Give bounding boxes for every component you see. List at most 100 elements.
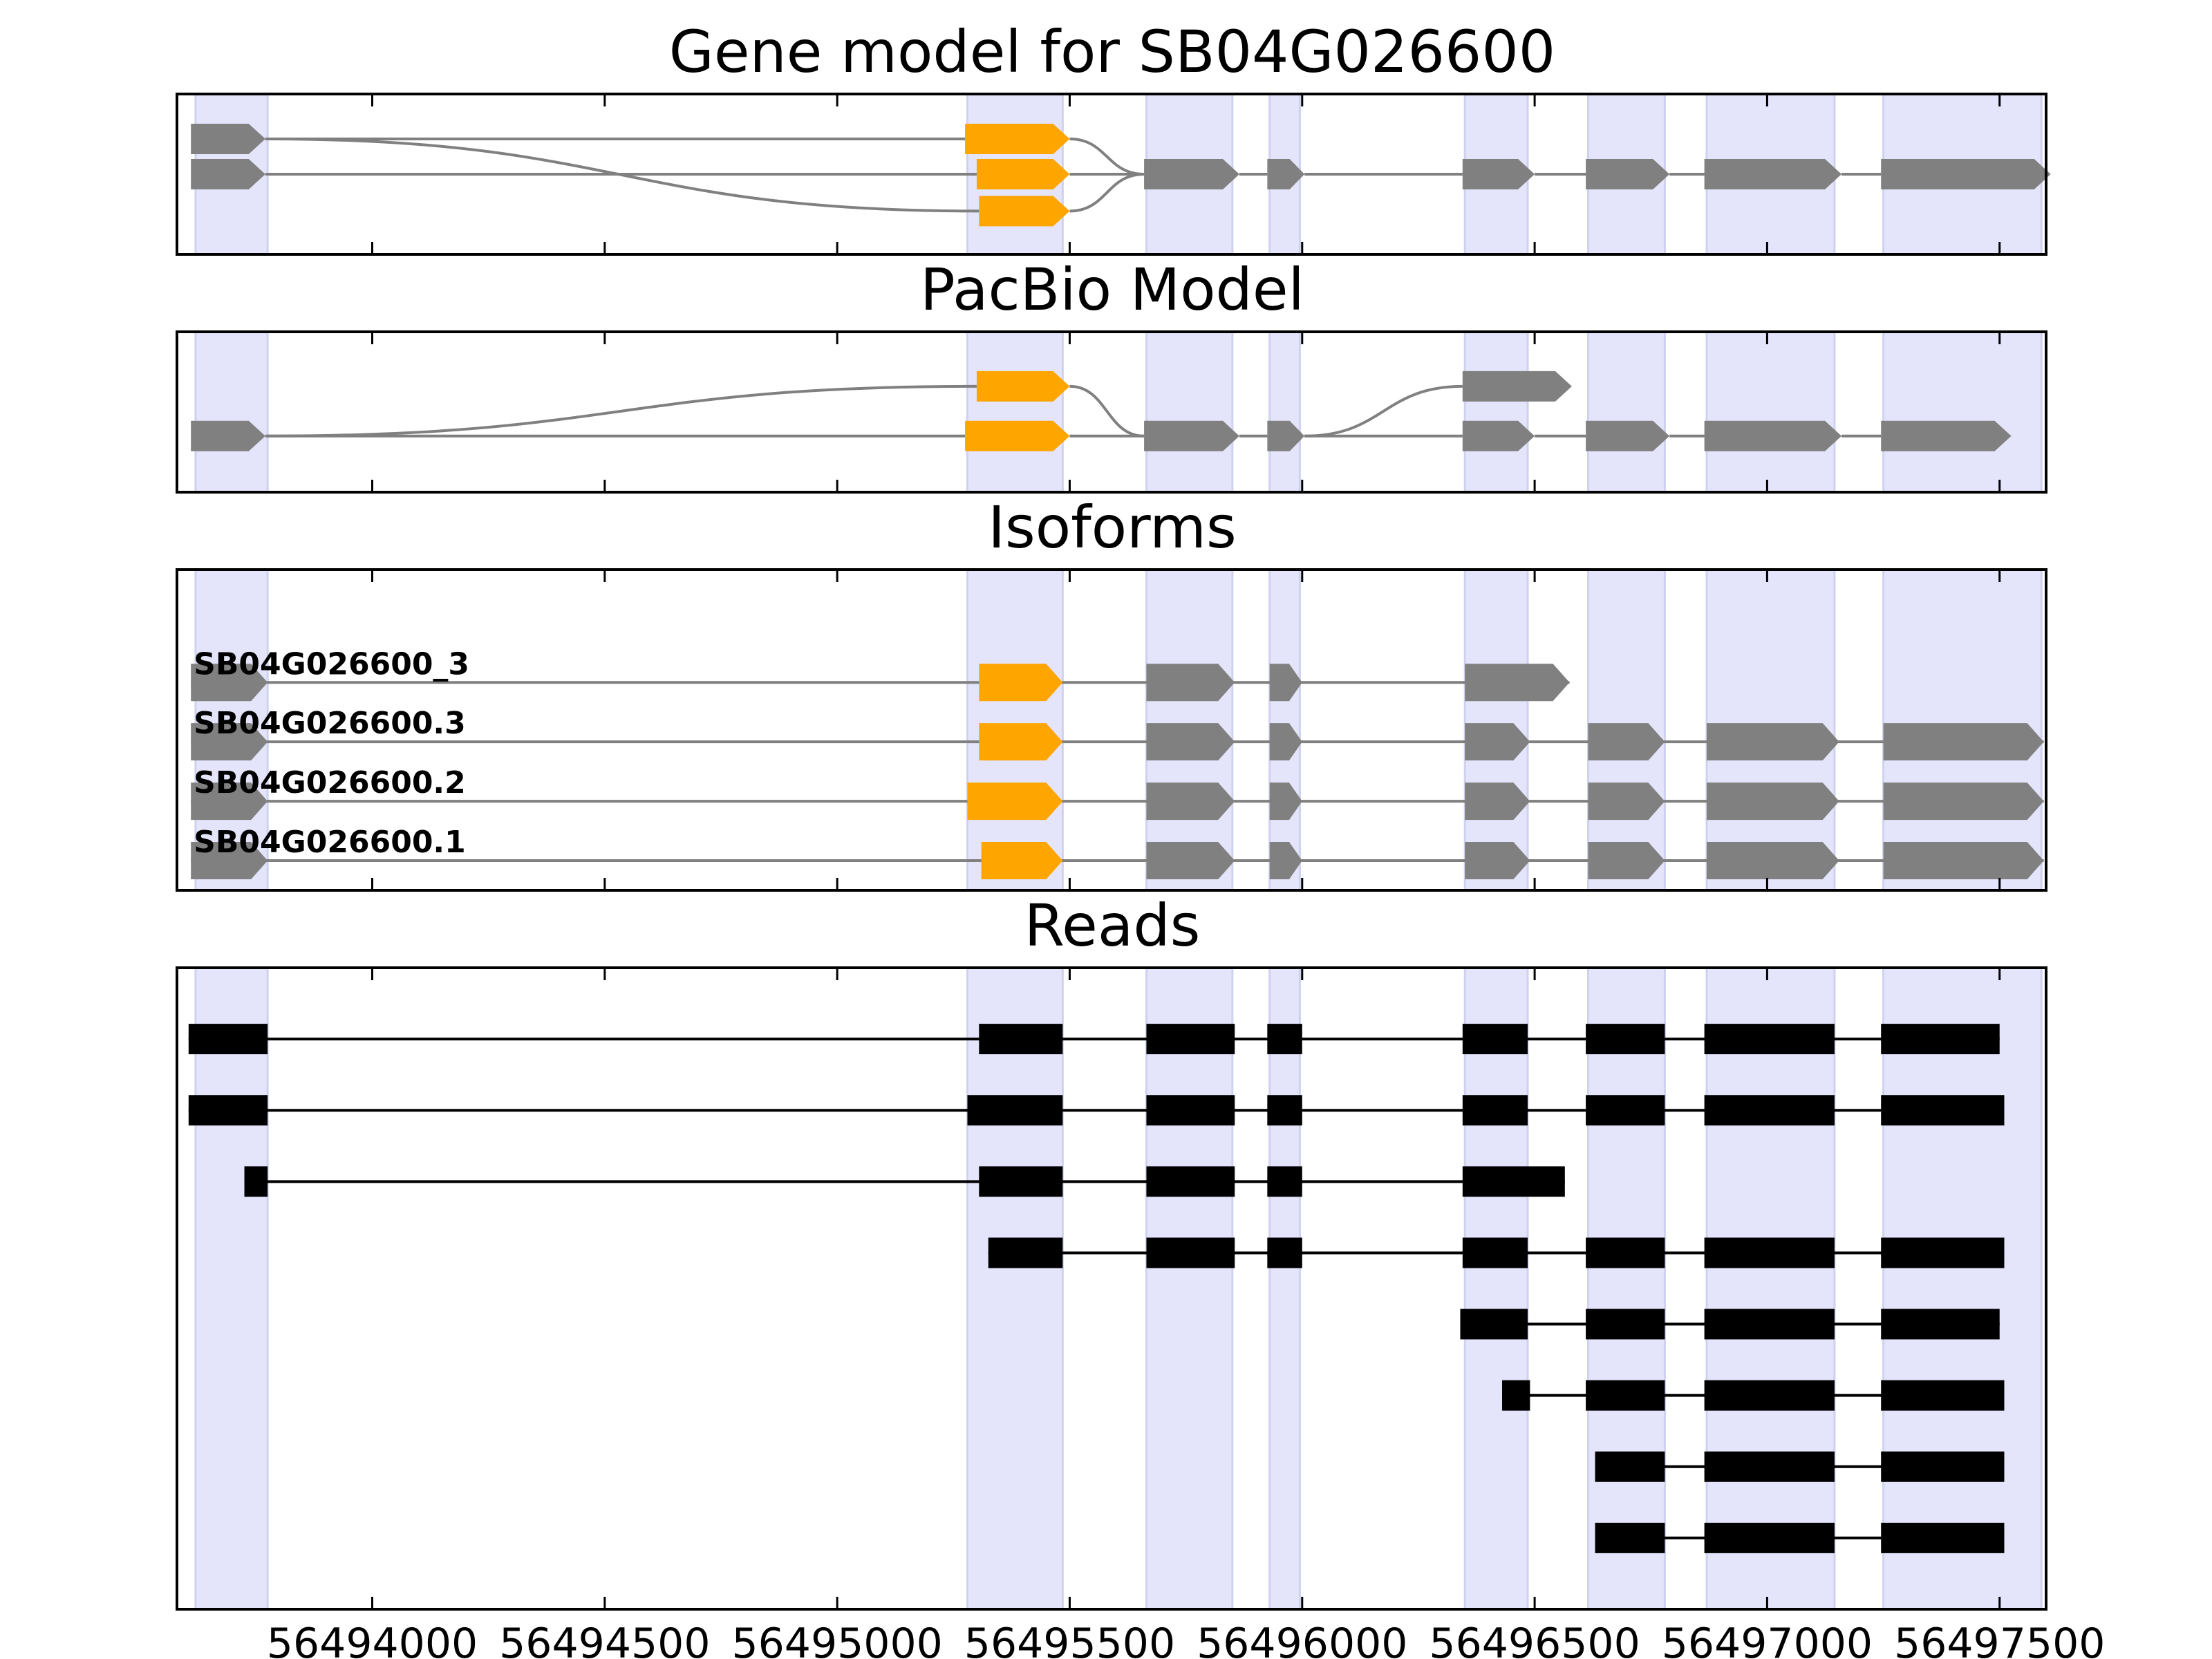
x-tick-label: 56497500	[1894, 1620, 2105, 1659]
panel-title-gene-model: Gene model for SB04G026600	[669, 18, 1555, 86]
isoform-exon-4	[1465, 842, 1530, 880]
read-block-1-2	[1146, 1095, 1235, 1126]
splice-edge-5	[1304, 384, 1463, 438]
isoform-exon-5	[1588, 782, 1665, 821]
highlighted-exon-c	[965, 420, 1070, 451]
read-block-0-4	[1462, 1024, 1528, 1055]
x-tick-label: 56496500	[1429, 1620, 1640, 1659]
exon-i	[1586, 159, 1670, 189]
read-block-3-1	[1146, 1237, 1235, 1268]
read-block-0-7	[1881, 1024, 2000, 1055]
isoform-exon-0	[191, 782, 268, 821]
isoform-exon-0	[191, 664, 268, 702]
read-block-3-0	[988, 1237, 1063, 1268]
exon-j	[1881, 420, 2012, 451]
exon-f	[1144, 159, 1239, 189]
x-tick-label: 56497000	[1662, 1620, 1873, 1659]
exon-a	[191, 420, 265, 451]
region-band-0	[194, 330, 269, 494]
isoform-exon-0	[191, 842, 268, 880]
exon-j	[1704, 159, 1842, 189]
read-block-2-2	[1146, 1166, 1235, 1197]
region-band-1	[966, 330, 1064, 494]
read-block-3-3	[1462, 1237, 1528, 1268]
read-block-2-3	[1267, 1166, 1302, 1197]
read-block-2-1	[979, 1166, 1063, 1197]
gene-model-panel	[176, 93, 2051, 256]
isoform-label: SB04G026600_3	[194, 646, 469, 682]
splice-edge-5	[1069, 173, 1145, 213]
region-band-0	[194, 966, 269, 1611]
isoform-exon-0	[191, 723, 268, 761]
region-band-2	[1145, 966, 1234, 1611]
read-block-7-2	[1881, 1522, 2005, 1553]
exon-e	[1267, 420, 1305, 451]
x-tick-label: 56495500	[964, 1620, 1175, 1659]
exon-k	[1881, 159, 2051, 189]
region-band-1	[966, 966, 1064, 1611]
region-band-5	[1586, 330, 1666, 494]
exon-g	[1462, 420, 1535, 451]
exon-f	[1462, 371, 1572, 402]
exon-g	[1267, 159, 1305, 189]
isoform-exon-6	[1706, 723, 1839, 761]
read-block-1-1	[967, 1095, 1063, 1126]
isoform-highlighted-exon-1	[979, 723, 1063, 761]
exon-h	[1586, 420, 1670, 451]
exon-b	[191, 159, 265, 189]
read-block-5-1	[1586, 1380, 1665, 1411]
isoform-exon-3	[1269, 723, 1302, 761]
isoform-exon-7	[1883, 782, 2044, 821]
isoform-exon-3	[1269, 664, 1302, 702]
isoform-exon-4	[1465, 723, 1530, 761]
read-block-3-6	[1881, 1237, 2005, 1268]
highlighted-exon-c	[965, 123, 1070, 154]
isoform-exon-2	[1146, 782, 1235, 821]
panel-title-reads: Reads	[1024, 892, 1201, 959]
splice-edge-2	[1069, 384, 1145, 438]
read-block-0-2	[1146, 1024, 1235, 1055]
splice-edge-0	[265, 384, 977, 438]
isoform-exon-5	[1588, 723, 1665, 761]
read-block-1-0	[188, 1095, 268, 1126]
region-band-6	[1705, 966, 1836, 1611]
exon-h	[1462, 159, 1535, 189]
isoform-exon-7	[1883, 842, 2044, 880]
exon-i	[1704, 420, 1842, 451]
read-block-1-7	[1881, 1095, 2005, 1126]
read-block-3-5	[1704, 1237, 1835, 1268]
isoform-exon-6	[1706, 782, 1839, 821]
highlighted-exon-b	[976, 371, 1070, 402]
read-block-7-1	[1704, 1522, 1835, 1553]
isoform-exon-2	[1146, 842, 1235, 880]
read-block-3-2	[1267, 1237, 1302, 1268]
read-block-4-0	[1460, 1309, 1528, 1340]
isoform-exon-4	[1465, 782, 1530, 821]
read-block-5-2	[1704, 1380, 1835, 1411]
region-band-3	[1268, 330, 1301, 494]
read-block-4-1	[1586, 1309, 1665, 1340]
read-block-0-6	[1704, 1024, 1835, 1055]
read-block-6-0	[1595, 1451, 1665, 1482]
splice-edge-3	[1069, 137, 1145, 176]
read-block-3-4	[1586, 1237, 1665, 1268]
isoform-highlighted-exon-1	[981, 842, 1063, 880]
region-band-4	[1463, 330, 1529, 494]
read-block-6-2	[1881, 1451, 2005, 1482]
read-block-1-4	[1462, 1095, 1528, 1126]
read-block-7-0	[1595, 1522, 1665, 1553]
reads-panel	[176, 966, 2047, 1611]
read-block-1-5	[1586, 1095, 1665, 1126]
read-block-0-0	[188, 1024, 268, 1055]
panel-frame	[176, 93, 2047, 256]
read-block-0-5	[1586, 1024, 1665, 1055]
x-tick-label: 56496000	[1197, 1620, 1407, 1659]
region-band-3	[1268, 966, 1301, 1611]
read-block-4-2	[1704, 1309, 1835, 1340]
read-block-2-0	[244, 1166, 268, 1197]
read-block-5-0	[1502, 1380, 1530, 1411]
isoform-exon-4	[1465, 664, 1570, 702]
panel-frame	[176, 330, 2047, 494]
region-band-2	[1145, 330, 1234, 494]
